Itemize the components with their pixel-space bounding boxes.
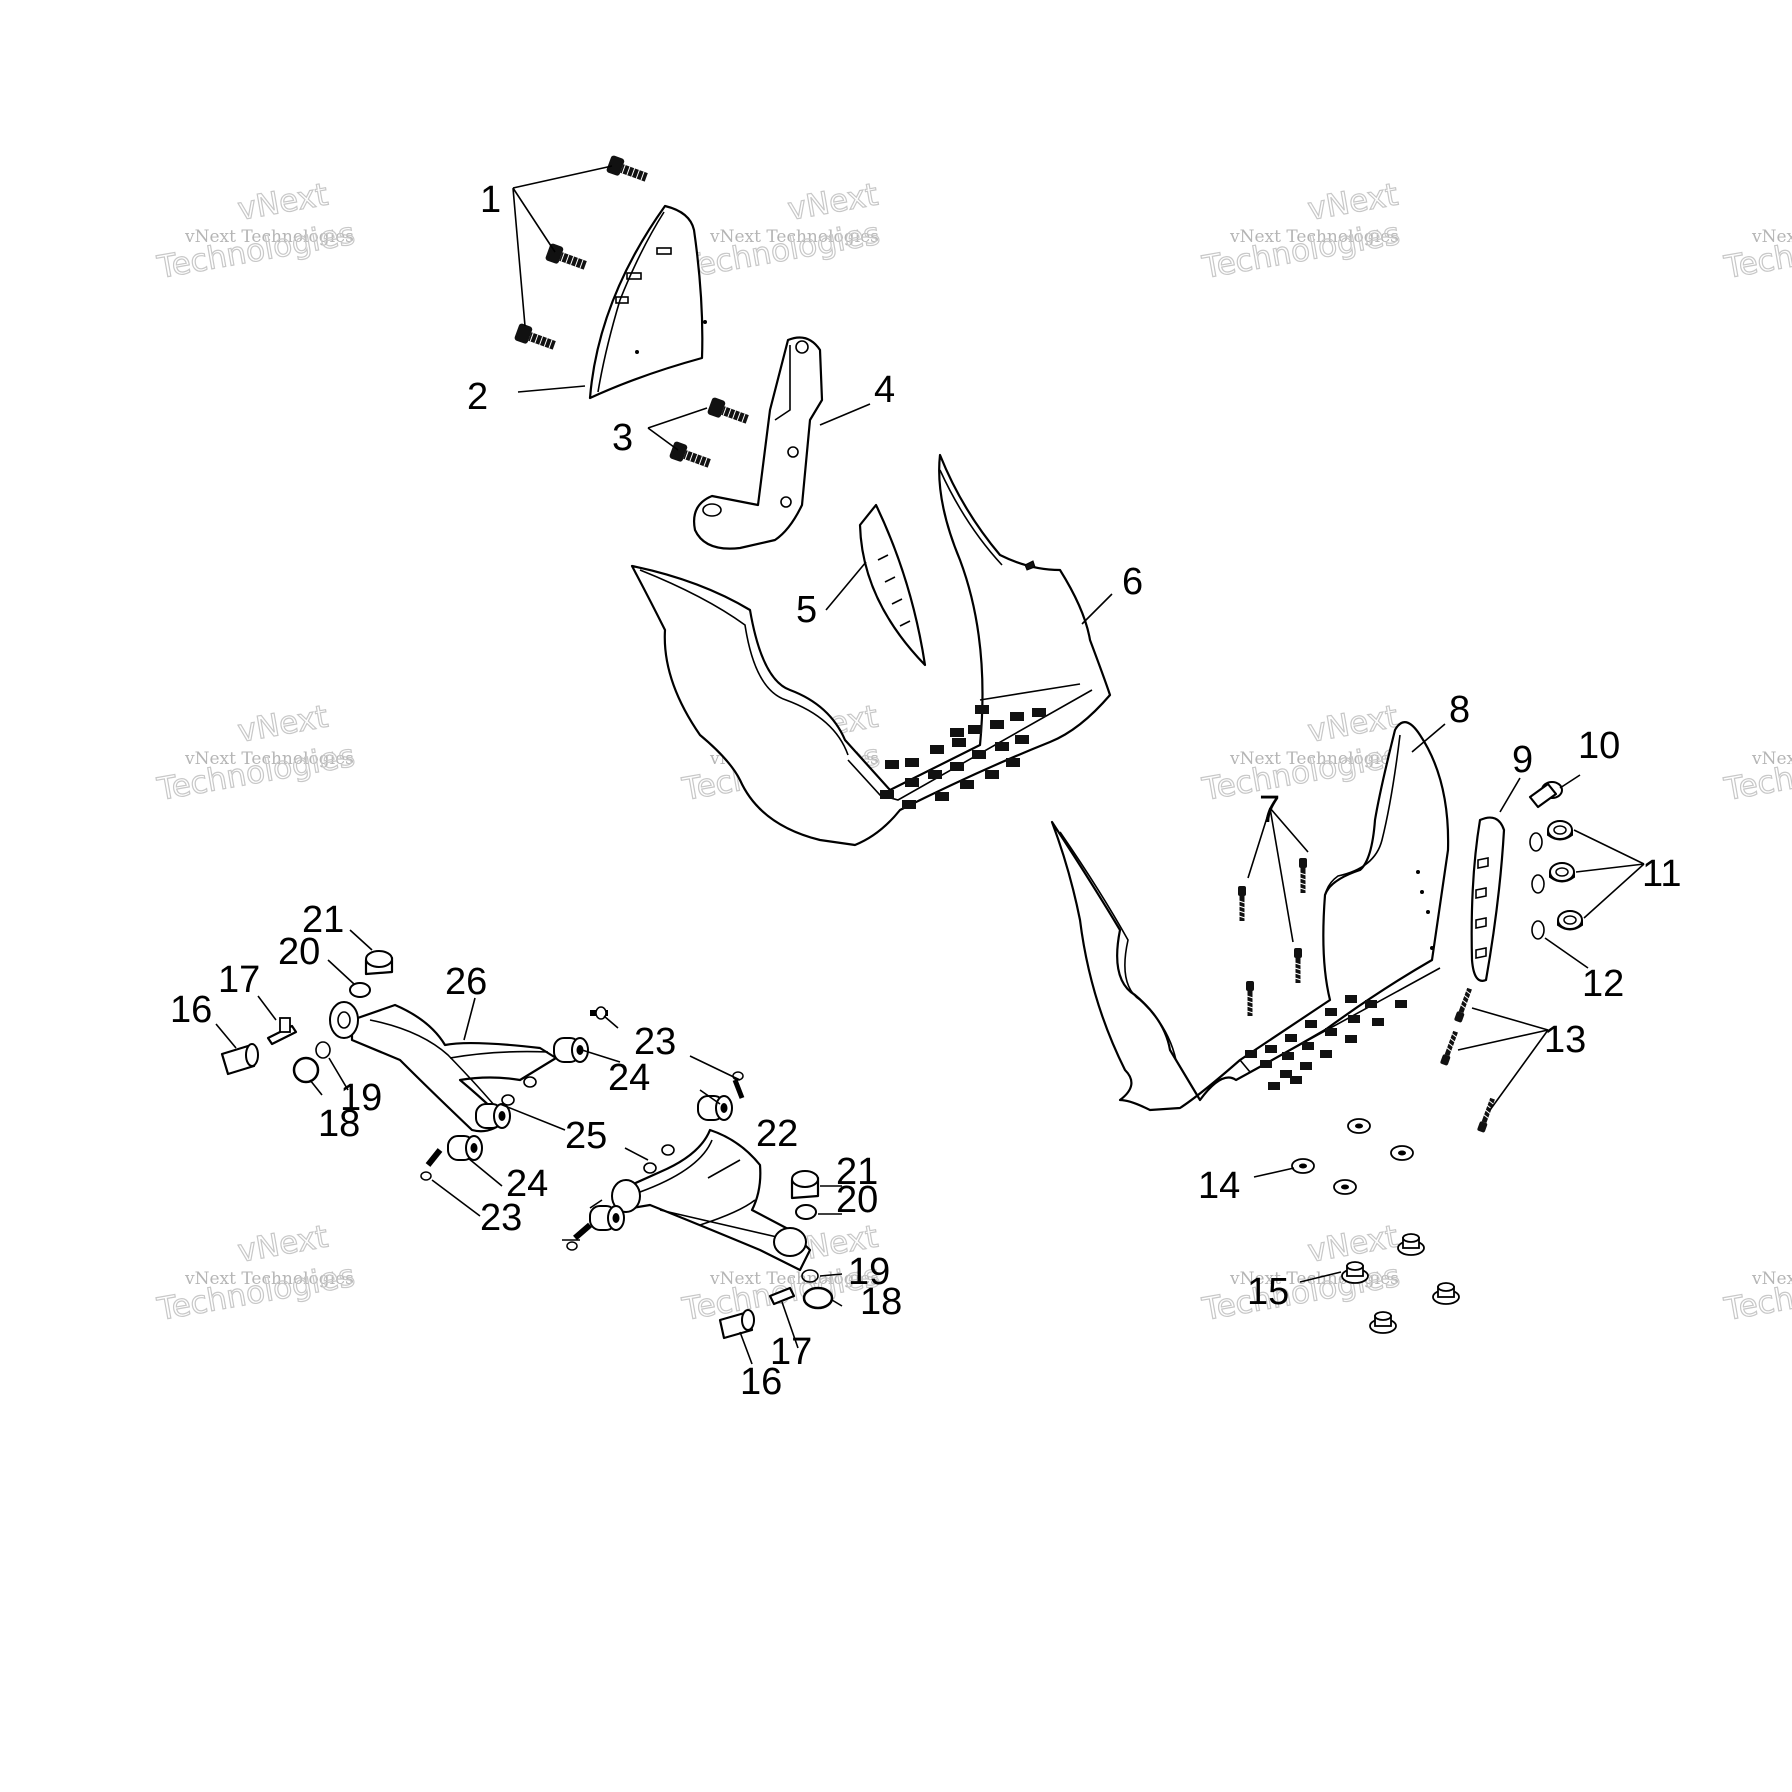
svg-text:vNext Technologies: vNext Technologies [1229, 227, 1399, 247]
part-16-sleeve-left [220, 1043, 259, 1076]
callout-25: 25 [565, 1115, 607, 1157]
part-10-pin [1528, 781, 1563, 809]
svg-text:vNext Technologies: vNext Technologies [184, 749, 354, 769]
part-20-washer-left [349, 982, 371, 998]
svg-text:vNext Technologies: vNext Technologies [1751, 749, 1792, 769]
callout-9: 9 [1512, 739, 1533, 781]
part-6-front-cover [630, 453, 1112, 847]
part-16-sleeve-right [718, 1309, 755, 1340]
part-17-fitting-right [768, 1286, 796, 1306]
part-5-plate [858, 503, 927, 667]
part-20-washer-right [795, 1204, 817, 1220]
part-17-fitting-left [266, 1017, 298, 1046]
callout-12: 12 [1582, 963, 1624, 1005]
callout-2: 2 [467, 376, 488, 418]
callout-11: 11 [1642, 853, 1681, 895]
svg-text:vNext Technologies: vNext Technologies [184, 1269, 354, 1289]
svg-text:vNext: vNext [235, 699, 330, 750]
callout-24b: 24 [506, 1163, 548, 1205]
watermark-5: vNext vNext Technologies Technologies [154, 698, 359, 809]
callout-26: 26 [445, 961, 487, 1003]
callout-20a: 20 [278, 931, 320, 973]
part-12-washers [1529, 832, 1545, 940]
watermark-3: vNext vNext Technologies Technologies [1199, 176, 1404, 287]
svg-text:vNext: vNext [235, 177, 330, 228]
svg-text:vNext Technologies: vNext Technologies [1751, 1269, 1792, 1289]
callout-15: 15 [1247, 1271, 1289, 1313]
callout-23a: 23 [634, 1021, 676, 1063]
part-18-ring-right [802, 1286, 834, 1310]
callout-8: 8 [1449, 689, 1470, 731]
part-11-nuts [1547, 820, 1583, 931]
part-14-washers [1291, 1118, 1414, 1195]
callout-1: 1 [480, 179, 501, 221]
part-2-windshield [588, 204, 707, 400]
part-19-seal-right [801, 1269, 819, 1283]
callout-21a: 21 [302, 899, 344, 941]
callout-labels: 1 2 3 4 5 6 7 8 9 10 11 12 13 14 15 16 1… [170, 179, 1681, 1403]
callout-20b: 20 [836, 1179, 878, 1221]
svg-text:vNext Technologies: vNext Technologies [1229, 749, 1399, 769]
callout-19b: 19 [848, 1251, 890, 1293]
callout-5: 5 [796, 589, 817, 631]
callout-23b: 23 [480, 1197, 522, 1239]
watermark-2: vNext vNext Technologies Technologies [679, 176, 884, 287]
watermark-11: vNext vNext Technologies Technologies [1199, 1218, 1404, 1329]
callout-16b: 16 [740, 1361, 782, 1403]
part-3-bolts [668, 396, 752, 472]
callout-24a: 24 [608, 1057, 650, 1099]
svg-text:vNext Technologies: vNext Technologies [709, 227, 879, 247]
callout-22: 22 [756, 1113, 798, 1155]
part-21-cap-left [364, 950, 394, 976]
part-9-side-plate [1470, 816, 1506, 982]
watermark-12: vNext Technologies Technologies [1721, 1257, 1792, 1328]
callout-19a: 19 [340, 1077, 382, 1119]
watermark-9: vNext vNext Technologies Technologies [154, 1218, 359, 1329]
callout-18b: 18 [860, 1281, 902, 1323]
watermark-1: vNext vNext Technologies Technologies [154, 176, 359, 287]
callout-18a: 18 [318, 1103, 360, 1145]
callout-14: 14 [1198, 1165, 1240, 1207]
part-22-lower-a-arm [611, 1128, 812, 1272]
callout-16a: 16 [170, 989, 212, 1031]
callout-3: 3 [612, 417, 633, 459]
callout-10: 10 [1578, 725, 1620, 767]
part-19-seal-left [315, 1041, 331, 1059]
svg-text:vNext Technologies: vNext Technologies [1751, 227, 1792, 247]
part-26-upper-a-arm [329, 1001, 558, 1133]
part-4-bracket [693, 336, 824, 550]
part-18-ring-left [292, 1056, 320, 1084]
watermark-8: vNext Technologies Technologies [1721, 737, 1792, 808]
svg-text:vNext: vNext [235, 1219, 330, 1270]
callout-4: 4 [874, 369, 895, 411]
callout-7: 7 [1259, 789, 1280, 831]
callout-17b: 17 [770, 1331, 812, 1373]
svg-text:vNext Technologies: vNext Technologies [184, 227, 354, 247]
watermark-7: vNext vNext Technologies Technologies [1199, 698, 1404, 809]
part-25-washers [501, 1076, 675, 1174]
watermark-4: vNext Technologies Technologies [1721, 215, 1792, 286]
callout-6: 6 [1122, 561, 1143, 603]
part-21-cap-right [790, 1170, 820, 1200]
part-13-screws [1440, 987, 1496, 1133]
part-8-right-cover [1050, 721, 1450, 1112]
callout-21b: 21 [836, 1151, 878, 1193]
part-23-bolts [420, 1006, 745, 1251]
leader-lines [215, 165, 1645, 1365]
callout-13: 13 [1544, 1019, 1586, 1061]
callout-17a: 17 [218, 959, 260, 1001]
part-7-bolts [1238, 858, 1307, 1016]
